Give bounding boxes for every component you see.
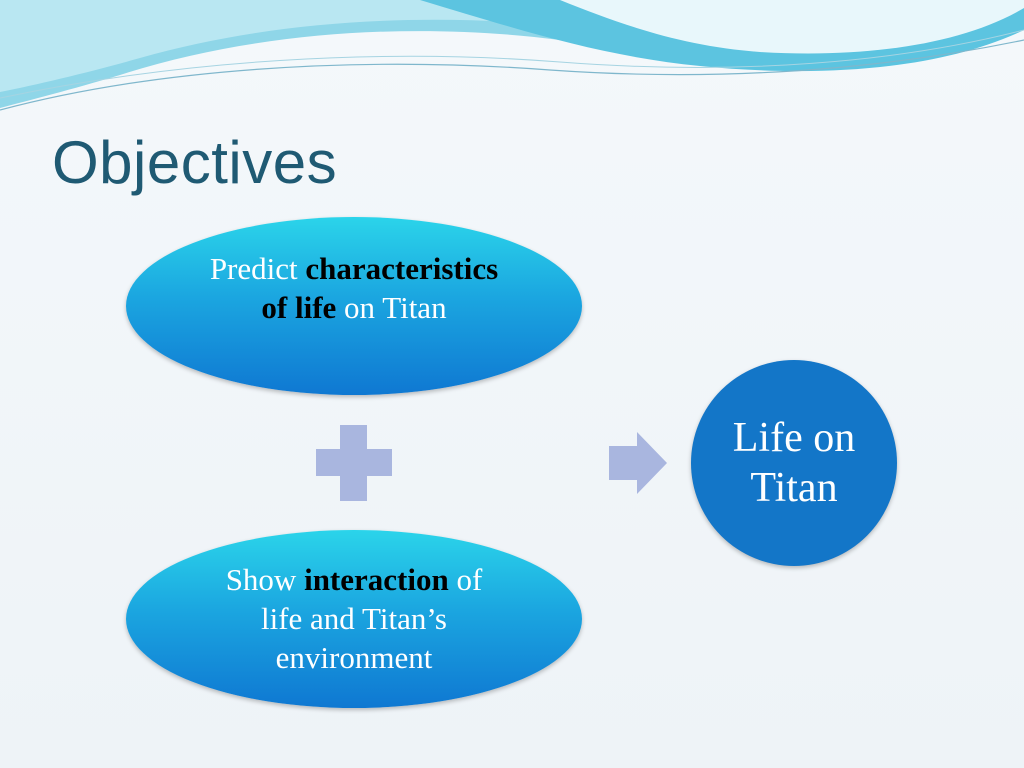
result-circle-text: Life on Titan: [732, 415, 856, 511]
objective-interaction-text: Show interaction of life and Titan’s env…: [204, 560, 504, 677]
slide-title: Objectives: [52, 129, 338, 196]
objective-predict-text: Predict characteristics of life on Titan: [204, 249, 504, 327]
text-fragment: [287, 290, 295, 325]
text-fragment: Predict: [209, 251, 306, 286]
objective-ellipse-predict: Predict characteristics of life on Titan: [126, 217, 582, 395]
arrow-right-icon: [609, 432, 667, 494]
result-circle: Life on Titan: [691, 360, 897, 566]
bold-fragment: of: [261, 290, 288, 325]
plus-icon: [316, 425, 392, 501]
objective-ellipse-interaction: Show interaction of life and Titan’s env…: [126, 530, 582, 708]
text-fragment: on Titan: [336, 290, 447, 325]
bold-fragment: life: [294, 290, 337, 325]
bold-fragment: characteristics: [305, 251, 499, 286]
text-fragment: Show: [225, 562, 305, 597]
bold-fragment: interaction: [304, 562, 449, 597]
wave-decoration: [0, 0, 1024, 111]
plus-vertical-bar: [340, 425, 367, 501]
text-fragment: of life and Titan’s environment: [260, 562, 483, 675]
